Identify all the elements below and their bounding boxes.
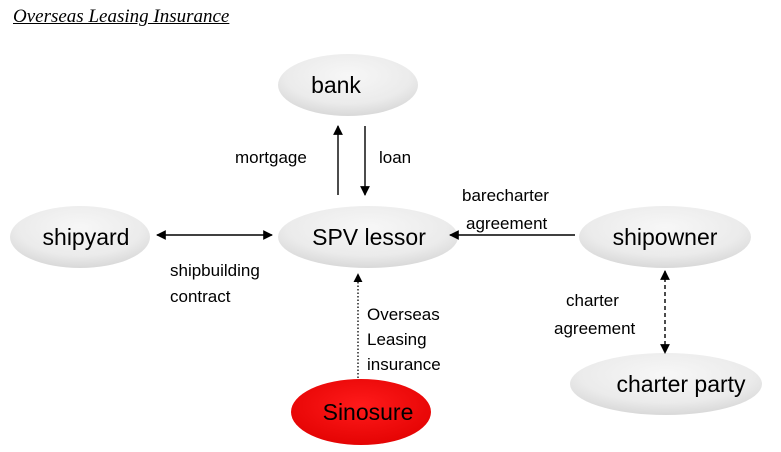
edge-charter-agreement-label-line2: agreement bbox=[554, 319, 636, 338]
edge-charter-agreement-label-line1: charter bbox=[566, 291, 619, 310]
edge-shipbuilding-contract-label-line2: contract bbox=[170, 287, 231, 306]
edge-shipbuilding-contract-label-line1: shipbuilding bbox=[170, 261, 260, 280]
node-charter-party: charter party bbox=[570, 353, 762, 415]
edge-overseas-leasing-insurance-label-line2: Leasing bbox=[367, 330, 427, 349]
edge-barecharter-agreement-label-line1: barecharter bbox=[462, 186, 549, 205]
node-bank-label: bank bbox=[311, 72, 361, 98]
edge-barecharter-agreement-label-line2: agreement bbox=[466, 214, 548, 233]
node-spv-lessor: SPV lessor bbox=[278, 206, 458, 268]
node-shipowner-label: shipowner bbox=[613, 224, 718, 250]
edge-overseas-leasing-insurance-label-line1: Overseas bbox=[367, 305, 440, 324]
node-sinosure: Sinosure bbox=[291, 379, 431, 445]
edge-mortgage-label: mortgage bbox=[235, 148, 307, 167]
node-spv-lessor-label: SPV lessor bbox=[312, 224, 426, 250]
node-shipyard: shipyard bbox=[10, 206, 150, 268]
node-shipyard-label: shipyard bbox=[43, 224, 130, 250]
node-charter-party-label: charter party bbox=[616, 371, 746, 397]
node-bank: bank bbox=[278, 54, 418, 116]
diagram-title: Overseas Leasing Insurance bbox=[13, 6, 230, 27]
edge-loan-label: loan bbox=[379, 148, 411, 167]
edge-overseas-leasing-insurance-label-line3: insurance bbox=[367, 355, 441, 374]
node-shipowner: shipowner bbox=[579, 206, 751, 268]
node-sinosure-label: Sinosure bbox=[323, 399, 414, 425]
